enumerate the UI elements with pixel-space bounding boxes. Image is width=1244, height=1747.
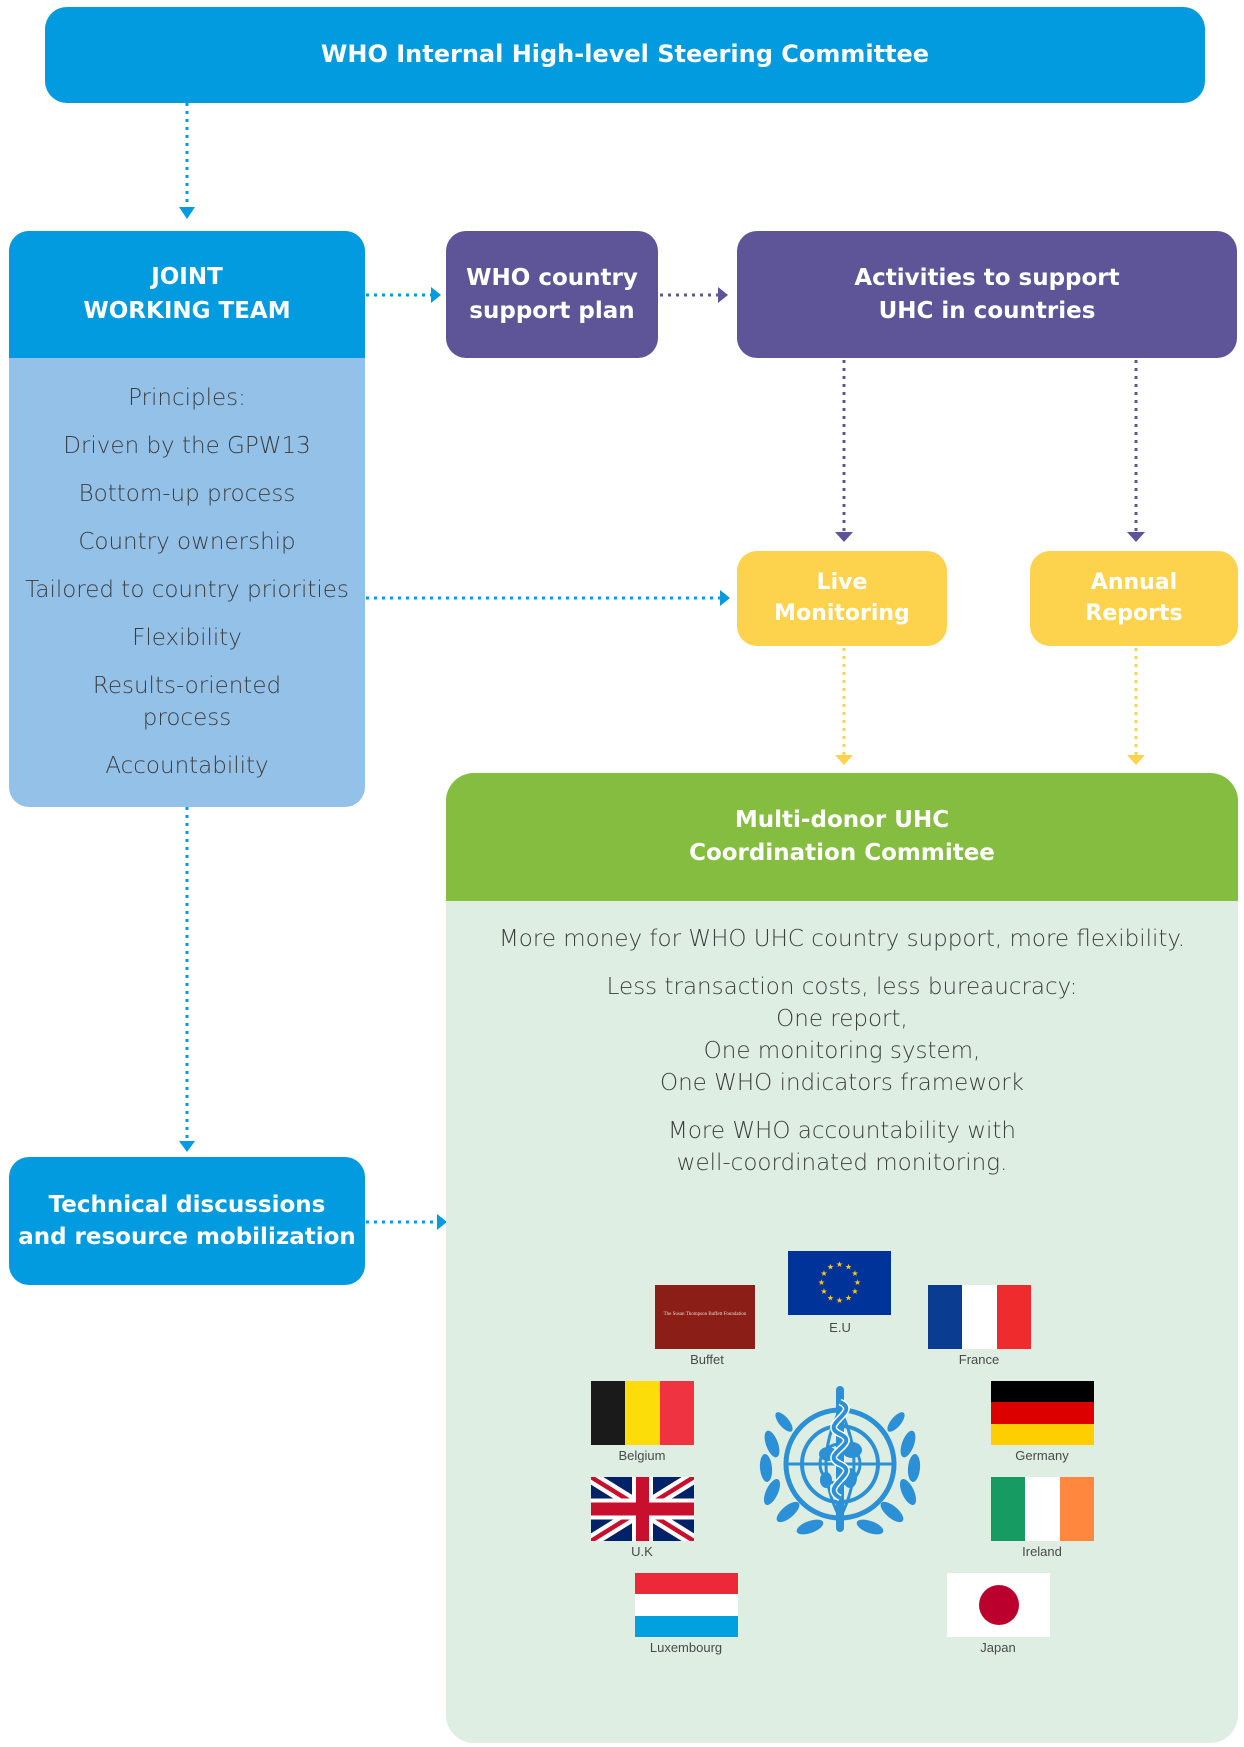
svg-text:★: ★ xyxy=(851,1269,858,1278)
technical-line1: Technical discussions xyxy=(48,1191,326,1218)
japan-flag xyxy=(947,1573,1050,1637)
joint-team-title-line2: WORKING TEAM xyxy=(83,297,291,324)
steering-committee-box: WHO Internal High-level Steering Committ… xyxy=(45,7,1205,103)
svg-text:★: ★ xyxy=(836,1296,843,1305)
belgium-flag xyxy=(591,1381,694,1445)
buffet-foundation-logo: The Susan Thompson Buffett Foundation xyxy=(655,1285,755,1349)
luxembourg-label: Luxembourg xyxy=(649,1640,723,1655)
committee-para2-line: One report, xyxy=(776,1006,908,1032)
france-label: France xyxy=(958,1352,1000,1367)
committee-title-line2: Coordination Commitee xyxy=(689,840,995,866)
live-monitoring-line2: Monitoring xyxy=(774,600,910,626)
committee-para3: More WHO accountability with well-coordi… xyxy=(446,1115,1238,1179)
committee-para2-line: Less transaction costs, less bureaucracy… xyxy=(606,974,1078,1000)
multi-donor-committee-header: Multi-donor UHC Coordination Commitee xyxy=(446,773,1238,901)
live-monitoring-box: Live Monitoring xyxy=(737,551,947,646)
luxembourg-flag xyxy=(635,1573,738,1637)
eu-flag: ★★★ ★★★ ★★★ ★★★ xyxy=(788,1251,891,1315)
technical-line2: and resource mobilization xyxy=(18,1224,356,1250)
principle-item: Driven by the GPW13 xyxy=(63,433,311,459)
joint-working-team-header: JOINT WORKING TEAM xyxy=(9,231,365,358)
germany-flag xyxy=(991,1381,1094,1445)
principle-item: Flexibility xyxy=(132,625,242,651)
who-emblem-icon xyxy=(759,1386,921,1535)
annual-reports-line1: Annual xyxy=(1090,569,1178,595)
annual-reports-box: Annual Reports xyxy=(1030,551,1238,646)
committee-para3-line: More WHO accountability with xyxy=(667,1118,1016,1144)
svg-text:★: ★ xyxy=(845,1263,852,1272)
eu-label: E.U xyxy=(829,1320,851,1335)
committee-para3-line: well-coordinated monitoring. xyxy=(676,1150,1008,1176)
joint-working-team-box: JOINT WORKING TEAM Principles: Driven by… xyxy=(9,231,365,807)
svg-text:★: ★ xyxy=(851,1287,858,1296)
joint-team-title-line1: JOINT xyxy=(151,264,223,291)
principle-item: Accountability xyxy=(105,753,269,779)
committee-description: More money for WHO UHC country support, … xyxy=(446,901,1238,1179)
arrowheads xyxy=(179,207,1145,1230)
principle-item: Results-oriented process xyxy=(92,673,282,731)
principles-list: Principles: Driven by the GPW13 Bottom-u… xyxy=(9,358,365,782)
technical-discussions-box: Technical discussions and resource mobil… xyxy=(9,1157,365,1285)
live-monitoring-line1: Live xyxy=(816,569,868,595)
principle-item: Bottom-up process xyxy=(78,481,296,507)
svg-text:★: ★ xyxy=(827,1263,834,1272)
committee-para2-line: One WHO indicators framework xyxy=(660,1070,1024,1096)
annual-reports-line2: Reports xyxy=(1085,600,1183,626)
ireland-label: Ireland xyxy=(1022,1544,1062,1559)
svg-text:★: ★ xyxy=(820,1269,827,1278)
uk-label: U.K xyxy=(631,1544,653,1559)
svg-text:★: ★ xyxy=(827,1294,834,1303)
svg-text:★: ★ xyxy=(836,1260,843,1269)
committee-para2-line: One monitoring system, xyxy=(703,1038,981,1064)
germany-label: Germany xyxy=(1015,1448,1069,1463)
svg-text:★: ★ xyxy=(854,1278,861,1287)
svg-text:★: ★ xyxy=(820,1287,827,1296)
activities-box: Activities to support UHC in countries xyxy=(737,231,1237,358)
country-support-plan-box: WHO country support plan xyxy=(446,231,658,358)
japan-label: Japan xyxy=(980,1640,1016,1655)
country-plan-line1: WHO country xyxy=(466,265,638,292)
principle-item: Tailored to country priorities xyxy=(25,577,349,603)
svg-text:★: ★ xyxy=(818,1278,825,1287)
principles-heading: Principles: xyxy=(128,385,246,411)
committee-para2: Less transaction costs, less bureaucracy… xyxy=(446,971,1238,1099)
buffet-label: Buffet xyxy=(690,1352,724,1367)
uk-flag xyxy=(591,1477,694,1541)
svg-text:★: ★ xyxy=(845,1294,852,1303)
steering-committee-title: WHO Internal High-level Steering Committ… xyxy=(320,40,930,69)
activities-line1: Activities to support xyxy=(854,265,1120,292)
buffet-logo-text: The Susan Thompson Buffett Foundation xyxy=(663,1312,747,1317)
france-flag xyxy=(928,1285,1031,1349)
country-plan-line2: support plan xyxy=(469,297,635,324)
ireland-flag xyxy=(991,1477,1094,1541)
activities-line2: UHC in countries xyxy=(878,297,1096,324)
committee-para1: More money for WHO UHC country support, … xyxy=(498,926,1186,952)
committee-title-line1: Multi-donor UHC xyxy=(734,806,950,833)
belgium-label: Belgium xyxy=(618,1448,666,1463)
principle-item: Country ownership xyxy=(78,529,296,555)
